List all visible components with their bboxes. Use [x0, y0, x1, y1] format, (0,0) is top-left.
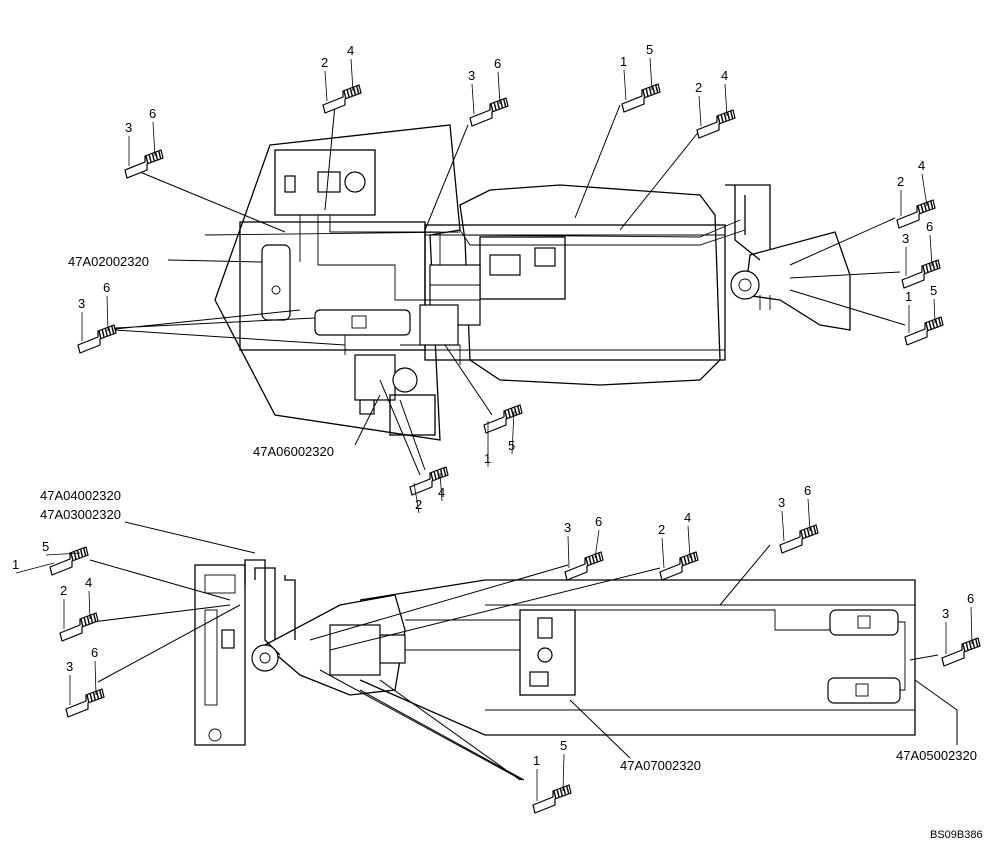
callout-number: 1 [533, 753, 540, 768]
fitting-c7: 24 [896, 158, 936, 229]
bottom-leader-lines [89, 521, 958, 781]
callout-number: 5 [42, 539, 49, 554]
lower-central-valve [329, 624, 381, 676]
callout-number: 6 [149, 106, 156, 121]
callout-number: 6 [494, 56, 501, 71]
fitting-c1: 24 [321, 43, 362, 114]
chassis-frame-rect [424, 224, 726, 361]
callout-number: 2 [897, 174, 904, 189]
callout-number: 3 [468, 68, 475, 83]
rear-valve-cluster [519, 609, 576, 696]
fitting-callouts: 24361524363624361515241524363624363615 [12, 42, 981, 814]
callout-number: 5 [508, 438, 515, 453]
code-47a04002320: 47A04002320 [40, 488, 121, 503]
fitting-c18: 36 [941, 591, 981, 667]
callout-number: 6 [926, 219, 933, 234]
fitting-c8: 36 [901, 219, 941, 289]
air-tank-vertical [261, 244, 291, 321]
right-arm [744, 231, 851, 331]
callout-number: 4 [85, 575, 92, 590]
rear-tank-lower [827, 677, 901, 704]
code-47a03002320: 47A03002320 [40, 507, 121, 522]
callout-number: 2 [695, 80, 702, 95]
callout-number: 6 [595, 514, 602, 529]
fitting-c2: 36 [468, 56, 509, 127]
fitting-c11: 24 [409, 466, 449, 514]
code-47a06002320: 47A06002320 [253, 444, 334, 459]
callout-number: 2 [60, 583, 67, 598]
callout-number: 3 [78, 296, 85, 311]
code-47a05002320: 47A05002320 [896, 748, 977, 763]
callout-number: 2 [415, 497, 422, 512]
fitting-c12: 15 [12, 539, 89, 576]
callout-number: 6 [804, 483, 811, 498]
callout-number: 1 [905, 289, 912, 304]
upper-valve-panel [274, 149, 376, 216]
callout-number: 6 [103, 280, 110, 295]
rear-tank-upper [829, 609, 899, 636]
callout-number: 2 [658, 522, 665, 537]
callout-number: 5 [560, 738, 567, 753]
callout-number: 3 [942, 606, 949, 621]
part-code-labels: 47A02002320 47A06002320 47A04002320 47A0… [40, 254, 983, 841]
valve-unit [419, 304, 459, 346]
left-cab-side [194, 564, 246, 746]
main-chassis [459, 184, 721, 386]
lower-valve-cluster [354, 354, 396, 401]
fitting-c10: 15 [483, 404, 523, 467]
fitting-c4: 24 [695, 68, 736, 139]
drawing-id: BS09B386 [930, 829, 983, 841]
callout-number: 4 [918, 158, 925, 173]
callout-number: 3 [66, 659, 73, 674]
code-47a02002320: 47A02002320 [68, 254, 149, 269]
callout-number: 1 [620, 54, 627, 69]
callout-number: 3 [902, 231, 909, 246]
callout-number: 3 [125, 120, 132, 135]
callout-number: 5 [646, 42, 653, 57]
fitting-c3: 15 [620, 42, 661, 113]
air-tank-horizontal [314, 309, 411, 336]
callout-number: 2 [321, 55, 328, 70]
callout-number: 4 [684, 510, 691, 525]
fitting-c14: 36 [65, 645, 105, 718]
fitting-c17: 36 [778, 483, 819, 554]
callout-number: 4 [721, 68, 728, 83]
lower-frame-assembly [194, 559, 916, 746]
fitting-c19: 15 [532, 738, 572, 814]
fitting-c16: 24 [658, 510, 699, 581]
fitting-c13: 24 [59, 575, 99, 642]
fitting-c5: 36 [124, 106, 164, 179]
fitting-c6: 36 [77, 280, 117, 354]
callout-number: 6 [967, 591, 974, 606]
callout-number: 5 [930, 283, 937, 298]
callout-number: 6 [91, 645, 98, 660]
callout-number: 1 [12, 557, 19, 572]
lower-main-frame [359, 579, 916, 736]
upper-frame-assembly [204, 124, 851, 441]
code-47a07002320: 47A07002320 [620, 758, 701, 773]
callout-number: 4 [347, 43, 354, 58]
callout-number: 3 [564, 520, 571, 535]
callout-number: 3 [778, 495, 785, 510]
top-leader-lines [114, 104, 906, 476]
